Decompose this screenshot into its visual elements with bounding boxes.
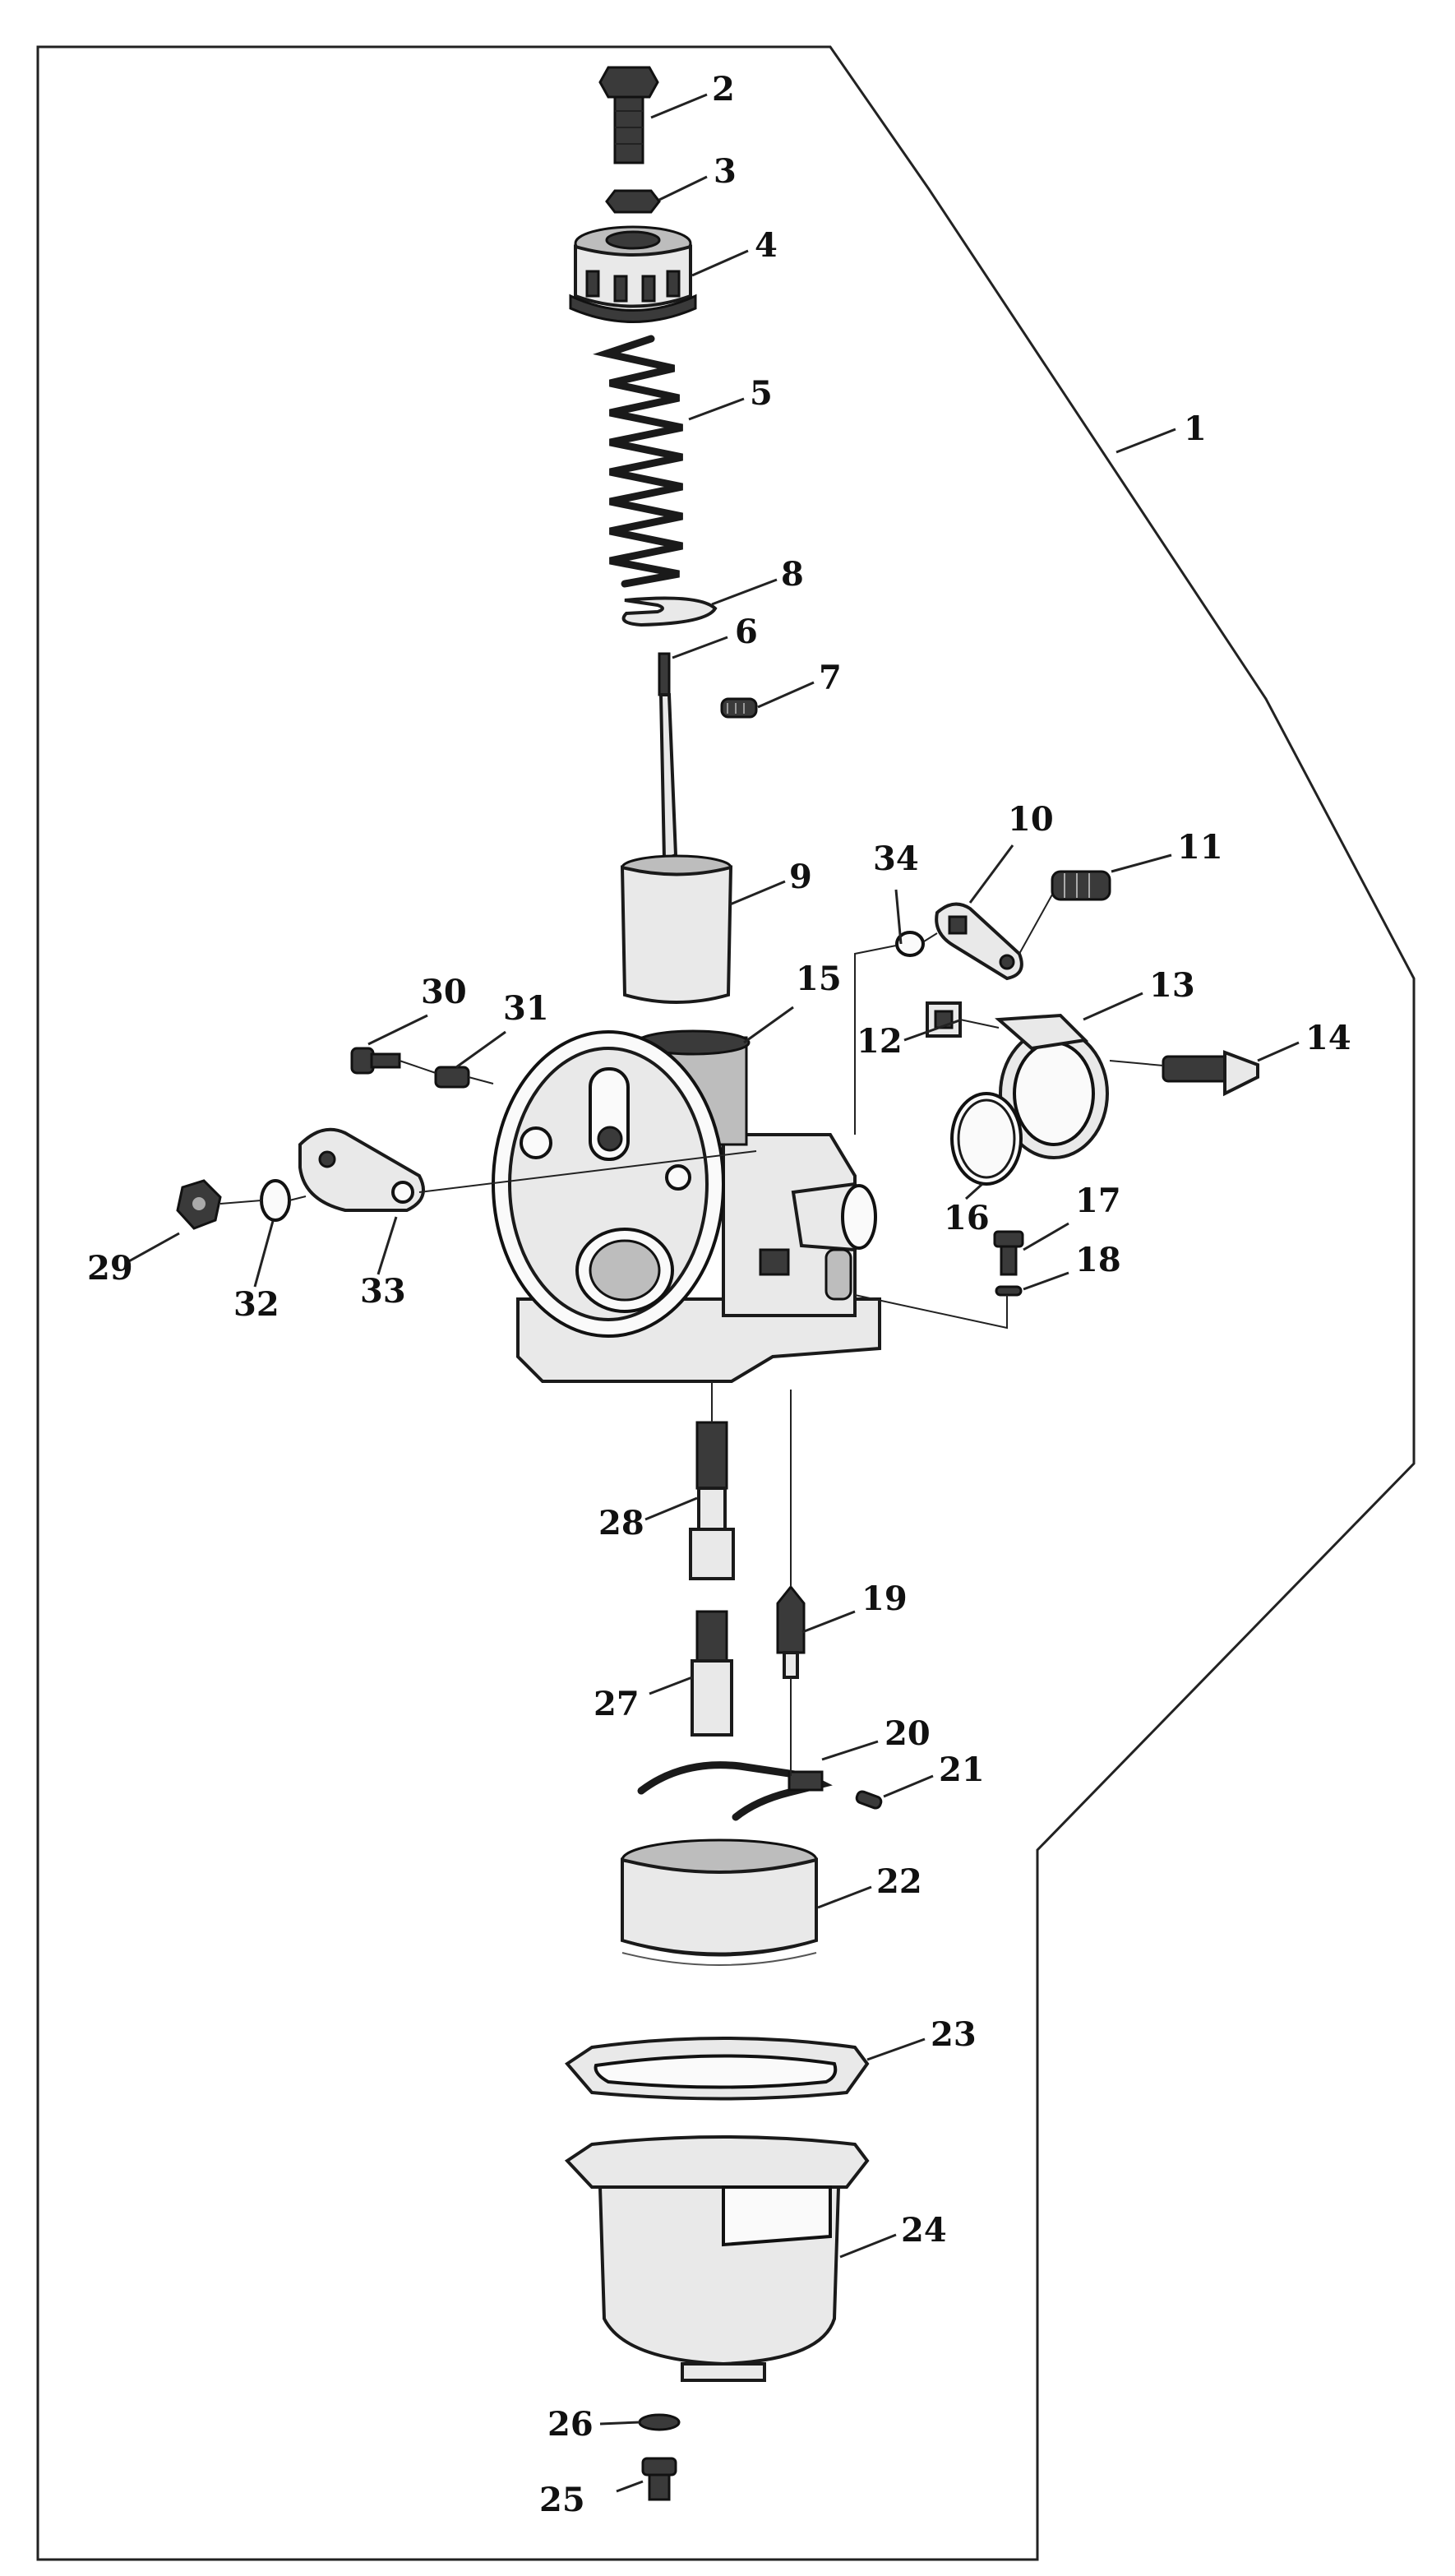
part-7-clip [720, 697, 758, 719]
callout-labels: 1 2 3 4 5 8 6 7 9 34 10 11 15 13 12 14 1… [87, 70, 1351, 2519]
part-19-float-needle [776, 1584, 806, 1679]
callout-19: 19 [861, 1579, 908, 1618]
part-9-slide [620, 854, 733, 1004]
callout-18: 18 [1075, 1241, 1121, 1279]
callout-20: 20 [885, 1714, 931, 1753]
callout-33: 33 [360, 1272, 406, 1311]
callout-31: 31 [503, 989, 549, 1028]
part-3-nut [605, 189, 661, 214]
callout-16: 16 [944, 1199, 990, 1237]
part-33-plate [298, 1127, 425, 1212]
callout-22: 22 [876, 1862, 922, 1901]
part-5-spring [593, 335, 683, 588]
callout-30: 30 [421, 973, 467, 1011]
callout-2: 2 [712, 70, 735, 109]
callout-10: 10 [1008, 800, 1054, 839]
part-26-washer [638, 2413, 681, 2431]
callout-26: 26 [547, 2405, 594, 2444]
callout-34: 34 [873, 839, 919, 878]
assembly-boundary [36, 45, 1416, 2561]
part-11-screw [1051, 870, 1111, 901]
callout-12: 12 [857, 1022, 903, 1061]
part-31-spring [434, 1066, 470, 1089]
callout-6: 6 [735, 613, 758, 651]
callout-7: 7 [819, 659, 842, 697]
part-10-lever [935, 902, 1023, 981]
callout-24: 24 [901, 2211, 947, 2250]
callout-14: 14 [1305, 1019, 1351, 1057]
part-28-jet-tube [689, 1421, 735, 1580]
callout-32: 32 [233, 1285, 279, 1324]
part-16-o-ring [950, 1092, 1023, 1186]
part-27-jet [691, 1610, 733, 1737]
callout-3: 3 [714, 152, 737, 191]
callout-28: 28 [598, 1504, 644, 1542]
part-29-nut [176, 1179, 222, 1230]
part-6-needle [658, 652, 678, 862]
part-24-float-bowl [564, 2135, 870, 2382]
part-21-pin [855, 1790, 883, 1810]
callout-1: 1 [1184, 409, 1207, 448]
part-2-bolt [598, 66, 659, 164]
callout-29: 29 [87, 1249, 133, 1288]
part-20-float-arm [637, 1761, 833, 1821]
part-15-carburetor-body [492, 1029, 881, 1383]
part-23-gasket [565, 2037, 870, 2101]
callout-15: 15 [796, 960, 842, 998]
part-25-screw [641, 2457, 677, 2501]
callout-23: 23 [931, 2015, 977, 2054]
callout-13: 13 [1149, 966, 1195, 1005]
part-34-o-ring [895, 931, 925, 957]
part-22-float [621, 1838, 818, 1966]
part-8-clip [621, 596, 718, 627]
part-13-clamp [995, 1013, 1109, 1159]
callout-9: 9 [789, 858, 812, 896]
callout-27: 27 [594, 1685, 640, 1723]
callout-5: 5 [750, 374, 773, 413]
callout-4: 4 [755, 226, 778, 265]
part-32-o-ring [260, 1179, 291, 1222]
part-30-screw [350, 1047, 401, 1075]
part-17-screw [993, 1230, 1024, 1276]
part-14-screw [1162, 1050, 1259, 1097]
callout-17: 17 [1075, 1182, 1121, 1220]
callout-8: 8 [781, 555, 804, 594]
part-4-cap [569, 225, 697, 323]
callout-25: 25 [539, 2481, 585, 2519]
part-18-pin [995, 1285, 1023, 1297]
callout-21: 21 [939, 1750, 985, 1789]
callout-11: 11 [1177, 828, 1223, 867]
leader-lines [127, 93, 1300, 2493]
